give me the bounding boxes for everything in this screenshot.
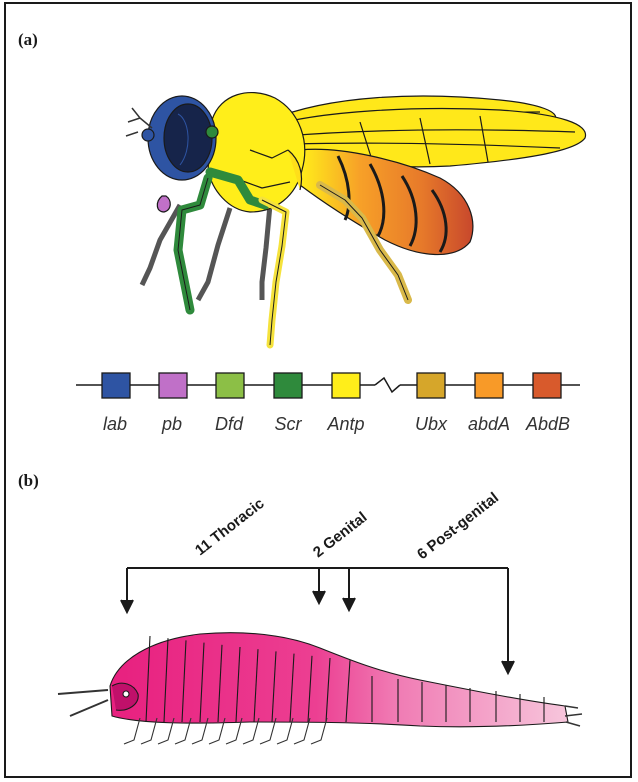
genital-label: 2 Genital (310, 509, 370, 561)
gene-box-dfd (216, 373, 244, 398)
gene-box-scr (274, 373, 302, 398)
gene-label-antp: Antp (326, 414, 364, 434)
crustacean-body (110, 633, 568, 727)
gene-box-abda (475, 373, 503, 398)
gene-label-lab: lab (103, 414, 127, 434)
crustacean-antenna (58, 690, 108, 716)
fly-proboscis (157, 196, 170, 212)
arrow-genital-2 (343, 598, 355, 610)
gene-box-antp (332, 373, 360, 398)
gene-label-pb: pb (161, 414, 182, 434)
post-genital-label: 6 Post-genital (414, 489, 502, 563)
gene-label-scr: Scr (275, 414, 303, 434)
thoracic-label: 11 Thoracic (192, 495, 268, 559)
arrow-thoracic (121, 600, 133, 612)
gene-label-abda: abdA (468, 414, 510, 434)
fly-illustration (126, 93, 586, 345)
crustacean-leg (124, 718, 140, 744)
gene-box-pb (159, 373, 187, 398)
crustacean-telson (565, 706, 582, 726)
arrow-genital-1 (313, 591, 325, 603)
gene-label-dfd: Dfd (215, 414, 244, 434)
gene-label-abdb: AbdB (525, 414, 570, 434)
gene-box-abdb (533, 373, 561, 398)
arrow-post-genital (502, 661, 514, 673)
gene-box-ubx (417, 373, 445, 398)
gene-box-lab (102, 373, 130, 398)
gene-label-ubx: Ubx (415, 414, 448, 434)
crustacean-illustration (58, 633, 582, 744)
chromosome-break (375, 378, 400, 392)
